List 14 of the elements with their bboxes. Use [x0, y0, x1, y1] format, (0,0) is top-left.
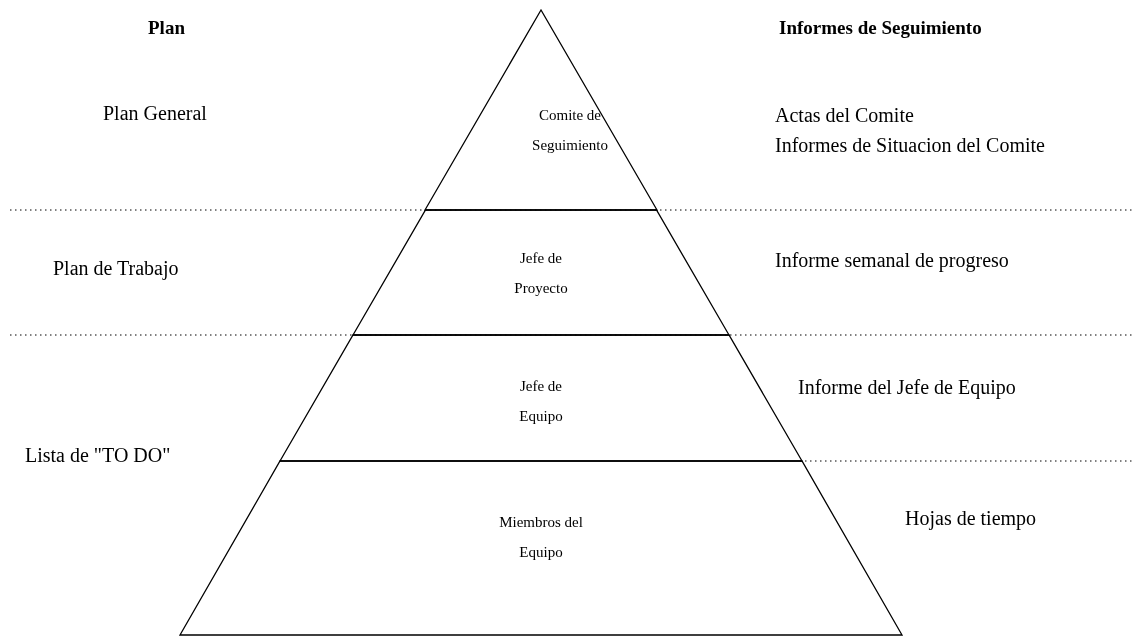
text-label: Hojas de tiempo: [905, 506, 1037, 530]
tier-label: Comite de Seguimiento: [531, 106, 609, 155]
text-label: Informes de Situacion del Comite: [775, 133, 1045, 157]
tier-label: Jefe de Proyecto: [513, 249, 569, 298]
text-label: Lista de "TO DO": [25, 443, 171, 467]
tier-label: Jefe de Equipo: [518, 377, 564, 426]
text-label: Plan General: [103, 101, 207, 125]
column-heading: Informes de Seguimiento: [779, 16, 982, 40]
text-label: Informe semanal de progreso: [775, 248, 1009, 272]
text-label: Informe del Jefe de Equipo: [798, 375, 1016, 399]
tier-label: Miembros del Equipo: [498, 513, 584, 562]
text-label: Plan de Trabajo: [53, 256, 179, 280]
text-label: Actas del Comite: [775, 103, 914, 127]
column-heading: Plan: [148, 16, 185, 40]
